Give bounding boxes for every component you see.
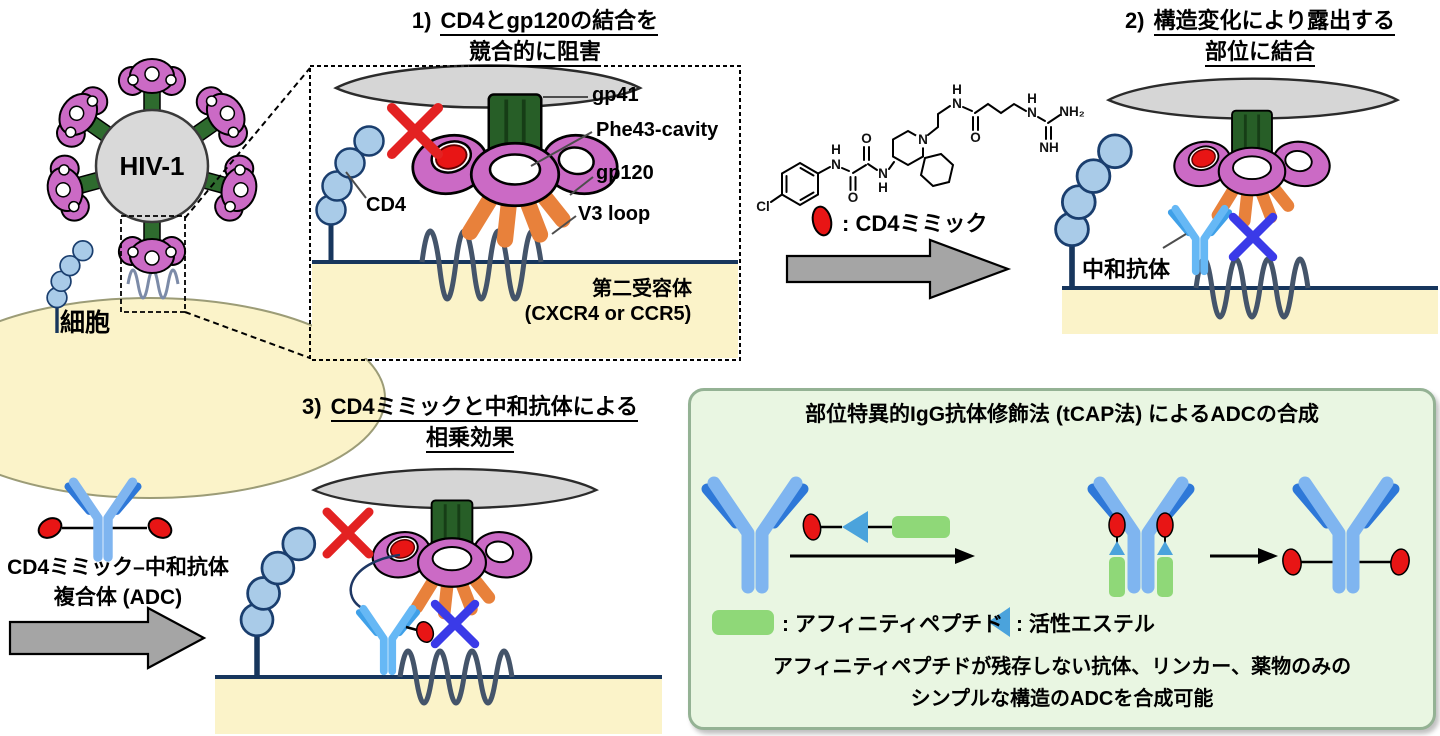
svg-text:N: N xyxy=(831,157,841,172)
coreceptor-coil-p3 xyxy=(397,648,515,706)
arrow-2 xyxy=(8,606,207,670)
final-adc xyxy=(1282,483,1410,587)
panel2-title: 2)構造変化により露出する 部位に結合 xyxy=(1080,5,1440,67)
blocked-x-blue-p2 xyxy=(1233,217,1273,257)
coreceptor-label-1: 第二受容体 xyxy=(592,278,692,300)
svg-text:NH: NH xyxy=(1039,140,1059,155)
tcap-scheme xyxy=(707,483,1410,637)
gp41-label: gp41 xyxy=(592,84,639,106)
svg-text:H: H xyxy=(831,142,841,157)
modified-antibody xyxy=(1093,483,1189,597)
adc-antibody-p3 xyxy=(359,609,417,671)
svg-text:H: H xyxy=(878,180,888,195)
labeling-reagent xyxy=(802,511,950,543)
peptide-legend-label: : アフィニティペプチド xyxy=(782,613,1004,636)
svg-text:H: H xyxy=(1027,91,1037,106)
tcap-note-2: シンプルな構造のADCを合成可能 xyxy=(910,688,1214,710)
blocked-x-blue-p3 xyxy=(435,604,475,644)
cd4-mimic-structure: Cl N H O O N H N N H O N H xyxy=(756,82,1085,214)
svg-text:N: N xyxy=(918,132,928,147)
cell-label: 細胞 xyxy=(60,309,111,337)
panel1-border xyxy=(309,65,741,361)
tcap-title: 部位特異的IgG抗体修飾法 (tCAP法) によるADCの合成 xyxy=(805,403,1319,426)
igg-antibody xyxy=(707,483,803,587)
cd4-mimic-legend-label: : CD4ミミック xyxy=(842,211,988,236)
ester-legend-label: : 活性エステル xyxy=(1016,613,1155,636)
panel3-scene xyxy=(215,467,662,734)
svg-text:Cl: Cl xyxy=(756,199,770,214)
hiv1-label: HIV-1 xyxy=(119,151,185,181)
svg-text:N: N xyxy=(952,96,962,111)
hiv-virion xyxy=(38,58,266,274)
panel1-title: 1)CD4とgp120の結合を 競合的に阻害 xyxy=(320,5,750,67)
reaction-arrow-2 xyxy=(1210,548,1278,564)
gp120-label: gp120 xyxy=(596,162,654,184)
phe43-cavity-label: Phe43-cavity xyxy=(596,119,719,141)
tcap-method-box xyxy=(688,388,1436,730)
adc-linker-tether xyxy=(349,553,401,612)
neutralizing-antibody-label: 中和抗体 xyxy=(1082,257,1171,282)
reaction-arrow-1 xyxy=(790,548,975,564)
adc-conjugate xyxy=(37,482,173,557)
adc-label-1: CD4ミミック–中和抗体 xyxy=(7,556,229,579)
svg-text:N: N xyxy=(878,166,888,181)
panel1-scene xyxy=(309,64,741,361)
coreceptor-coil-p2 xyxy=(1193,256,1311,320)
peptide-legend-swatch xyxy=(712,610,774,635)
blocked-x-red-p3 xyxy=(327,512,369,554)
blocked-x-red-p1 xyxy=(392,108,438,154)
svg-text:O: O xyxy=(861,131,872,146)
arrow-1 xyxy=(785,238,1012,300)
ester-legend-swatch xyxy=(988,607,1010,637)
coreceptor-coil-p1 xyxy=(419,228,544,302)
cd4-p3 xyxy=(241,528,315,677)
mimic-payload-p3 xyxy=(415,621,435,643)
adc-label-2: 複合体 (ADC) xyxy=(53,586,183,609)
zoom-callout xyxy=(120,67,311,359)
coreceptor-label-2: (CXCR4 or CCR5) xyxy=(524,303,692,325)
svg-text:O: O xyxy=(970,130,981,145)
tcap-note-1: アフィニティペプチドが残存しない抗体、リンカー、薬物のみの xyxy=(772,656,1352,678)
svg-text:NH₂: NH₂ xyxy=(1059,104,1085,119)
svg-text:N: N xyxy=(1027,105,1037,120)
cd4-label: CD4 xyxy=(366,194,407,216)
env-spike-p2 xyxy=(1170,111,1334,221)
cell-topleft xyxy=(0,297,386,499)
cd4-mimic-legend-dot xyxy=(811,205,833,237)
label-leaders-p1 xyxy=(345,96,594,235)
svg-text:H: H xyxy=(952,82,962,97)
coreceptor-coil-topleft xyxy=(126,268,180,300)
svg-text:O: O xyxy=(848,190,859,205)
v3-loop-label: V3 loop xyxy=(578,203,651,225)
panel2-scene xyxy=(1056,77,1438,334)
panel3-title: 3)CD4ミミックと中和抗体による 相乗効果 xyxy=(250,391,690,453)
